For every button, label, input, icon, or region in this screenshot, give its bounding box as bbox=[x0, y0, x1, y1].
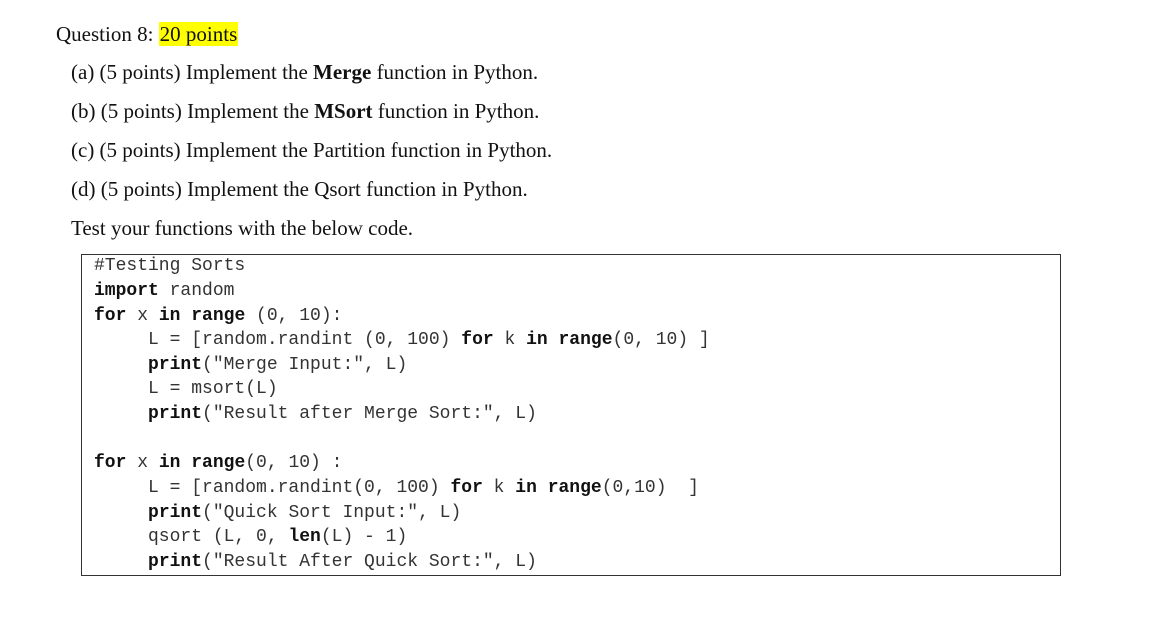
code-line: print("Quick Sort Input:", L) bbox=[94, 502, 461, 524]
code-text bbox=[180, 453, 191, 473]
code-text: (0, 10): bbox=[245, 306, 343, 326]
code-line: #Testing Sorts bbox=[94, 255, 245, 277]
code-text: L = [random.randint (0, 100) bbox=[94, 330, 462, 350]
part-b-bold: MSort bbox=[314, 99, 373, 123]
code-keyword: range bbox=[558, 330, 613, 350]
code-text bbox=[94, 404, 148, 424]
code-text: (0, 10) : bbox=[245, 453, 343, 473]
code-line: for x in range(0, 10) : bbox=[94, 452, 342, 474]
code-text: random bbox=[158, 281, 235, 301]
part-a: (a) (5 points) Implement the Merge funct… bbox=[71, 58, 538, 86]
code-line: for x in range (0, 10): bbox=[94, 305, 342, 327]
part-b: (b) (5 points) Implement the MSort funct… bbox=[71, 97, 539, 125]
question-label: Question 8: bbox=[56, 22, 159, 46]
code-line: qsort (L, 0, len(L) - 1) bbox=[94, 526, 407, 548]
part-c-prefix: (c) (5 points) Implement the Partition f… bbox=[71, 138, 553, 162]
code-keyword: in bbox=[526, 330, 548, 350]
code-text: ("Merge Input:", L) bbox=[202, 355, 408, 375]
question-title: Question 8: 20 points bbox=[56, 20, 239, 48]
code-text bbox=[180, 306, 191, 326]
part-d: (d) (5 points) Implement the Qsort funct… bbox=[71, 175, 528, 203]
code-text bbox=[537, 478, 548, 498]
code-text: k bbox=[493, 330, 527, 350]
code-text bbox=[94, 355, 148, 375]
code-line: L = [random.randint (0, 100) for k in ra… bbox=[94, 329, 710, 351]
code-keyword: in bbox=[515, 478, 537, 498]
code-keyword: range bbox=[547, 478, 602, 498]
code-text: (0, 10) ] bbox=[612, 330, 710, 350]
code-keyword: for bbox=[461, 330, 494, 350]
code-keyword: import bbox=[94, 281, 159, 301]
code-keyword: range bbox=[191, 453, 246, 473]
code-text bbox=[94, 503, 148, 523]
part-a-bold: Merge bbox=[313, 60, 372, 84]
code-text: x bbox=[126, 306, 159, 326]
code-text: #Testing Sorts bbox=[94, 256, 246, 276]
code-text: ("Quick Sort Input:", L) bbox=[202, 503, 462, 523]
code-text: qsort (L, 0, bbox=[94, 527, 289, 547]
part-a-prefix: (a) (5 points) Implement the bbox=[71, 60, 314, 84]
part-b-prefix: (b) (5 points) Implement the bbox=[71, 99, 315, 123]
code-keyword: for bbox=[94, 453, 127, 473]
code-keyword: print bbox=[148, 404, 203, 424]
instruction-text: Test your functions with the below code. bbox=[71, 216, 414, 240]
code-text: (0,10) ] bbox=[601, 478, 699, 498]
code-text bbox=[548, 330, 559, 350]
code-keyword: in bbox=[158, 453, 181, 473]
code-text: ("Result after Merge Sort:", L) bbox=[202, 404, 537, 424]
code-text: ("Result After Quick Sort:", L) bbox=[202, 552, 537, 572]
code-keyword: for bbox=[450, 478, 483, 498]
code-keyword: print bbox=[148, 355, 203, 375]
part-a-suffix: function in Python. bbox=[371, 60, 539, 84]
part-b-suffix: function in Python. bbox=[372, 99, 540, 123]
points-highlight: 20 points bbox=[158, 22, 239, 46]
code-text: L = [random.randint(0, 100) bbox=[94, 478, 451, 498]
code-line: print("Result after Merge Sort:", L) bbox=[94, 403, 537, 425]
code-keyword: for bbox=[94, 306, 127, 326]
code-keyword: in bbox=[158, 306, 181, 326]
code-keyword: print bbox=[148, 503, 203, 523]
code-line: L = msort(L) bbox=[94, 378, 278, 400]
part-d-prefix: (d) (5 points) Implement the Qsort funct… bbox=[71, 177, 528, 201]
code-keyword: print bbox=[148, 552, 203, 572]
code-line: L = [random.randint(0, 100) for k in ran… bbox=[94, 477, 699, 499]
code-keyword: range bbox=[191, 306, 246, 326]
code-text bbox=[94, 552, 148, 572]
code-line: print("Merge Input:", L) bbox=[94, 354, 407, 376]
code-keyword: len bbox=[288, 527, 321, 547]
code-line: print("Result After Quick Sort:", L) bbox=[94, 551, 537, 573]
code-text: k bbox=[482, 478, 516, 498]
code-block: #Testing Sorts import random for x in rang… bbox=[81, 254, 1061, 576]
code-line: import random bbox=[94, 280, 234, 302]
part-c: (c) (5 points) Implement the Partition f… bbox=[71, 136, 552, 164]
code-text: (L) - 1) bbox=[320, 527, 408, 547]
code-text: L = msort(L) bbox=[94, 379, 278, 399]
code-text: x bbox=[126, 453, 159, 473]
